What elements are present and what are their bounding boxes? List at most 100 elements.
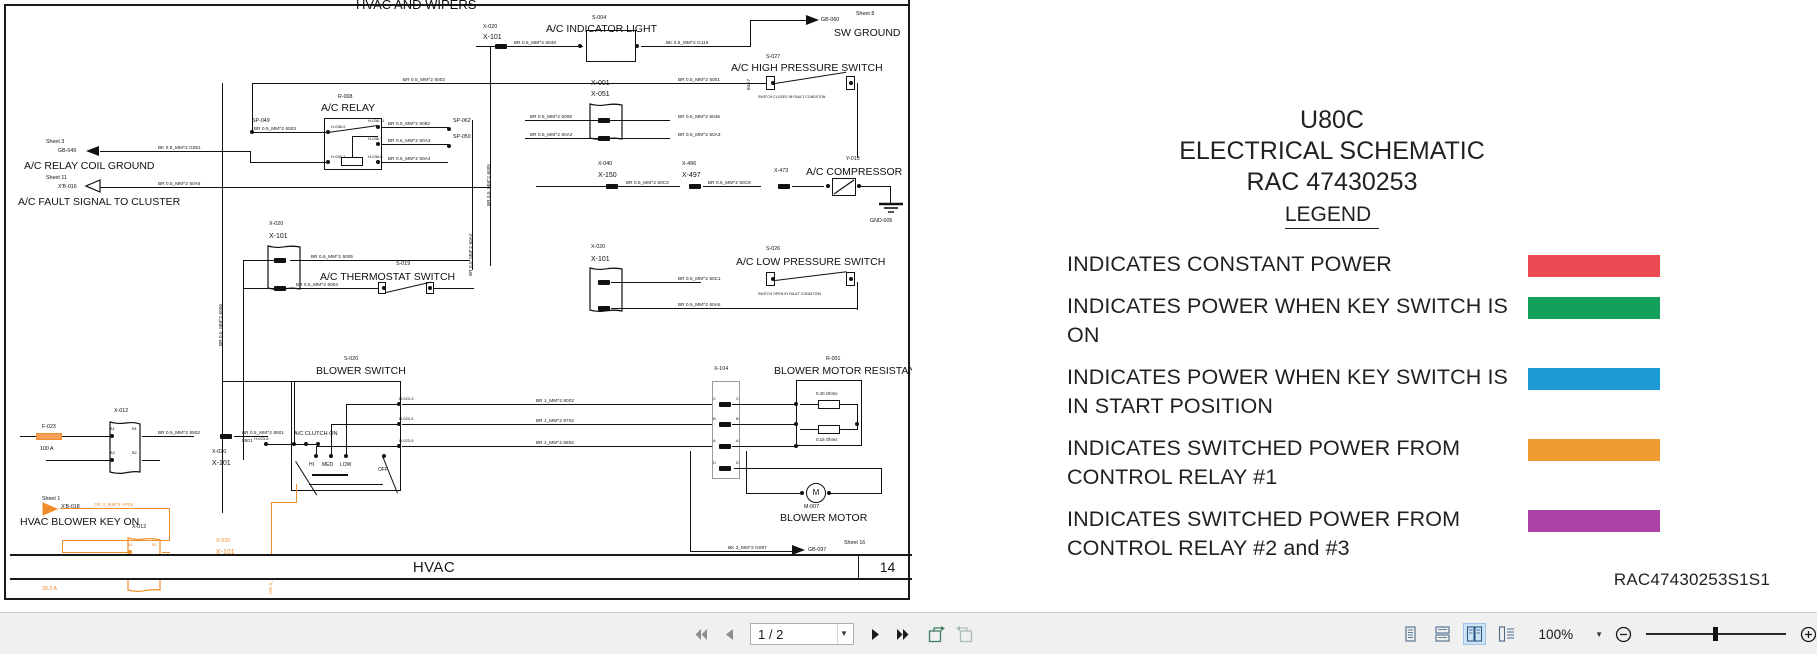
splice-label-sp049: SP-049 [252, 118, 270, 124]
last-page-button[interactable] [892, 622, 914, 646]
connector-pin-symbol [274, 286, 286, 291]
offpage-label-fault-signal: A/C FAULT SIGNAL TO CLUSTER [18, 196, 181, 208]
wire-segment-orange [62, 540, 170, 542]
zoom-out-button[interactable] [1615, 626, 1632, 643]
wire-segment [750, 20, 806, 22]
offpage-arrow-blower-motor-ground [792, 545, 805, 555]
connector-label-x051: X-051 [591, 91, 610, 98]
legend-heading: LEGEND [912, 203, 1752, 229]
connector-pin-symbol [719, 402, 731, 407]
wire-segment [800, 404, 818, 406]
zoom-dropdown-chevron-icon[interactable]: ▼ [1595, 629, 1603, 639]
wire-segment [142, 460, 160, 462]
switch-pin-label: H-023-5 [399, 438, 414, 443]
wire-segment [402, 424, 716, 426]
page-number-input[interactable]: 1 / 2 ▼ [750, 623, 854, 645]
wire-segment [402, 404, 716, 406]
wire-code-label-vertical: BR 0.5_MM^2 6006 [218, 303, 223, 346]
splice-node [447, 144, 451, 148]
connector-pin-symbol [220, 434, 232, 439]
rotate-clockwise-button[interactable] [926, 622, 948, 646]
pdf-page-canvas[interactable]: HVAC AND WIPERS X-020 X-101 BR 0.5_MM^2 … [0, 0, 1817, 612]
rotate-counterclockwise-button[interactable] [954, 622, 976, 646]
next-page-button[interactable] [864, 622, 886, 646]
ac-relay-ref: R-008 [338, 94, 353, 100]
wire-segment [732, 446, 796, 448]
splice-node [447, 127, 451, 131]
wire-segment [476, 46, 496, 48]
wire-segment [252, 83, 254, 132]
wire-segment [294, 381, 296, 444]
connector-pin-node [110, 434, 114, 438]
resistor-016-ohms [818, 425, 840, 434]
ac-high-pressure-switch-name: A/C HIGH PRESSURE SWITCH [731, 62, 883, 74]
single-page-view-icon [1404, 626, 1416, 642]
zoom-level-value[interactable]: 100% [1538, 626, 1574, 642]
wire-segment [222, 187, 244, 189]
first-page-button[interactable] [690, 622, 712, 646]
connector-label-x040: X-040 [598, 161, 613, 167]
legend-item-control-relay-1: INDICATES SWITCHED POWER FROM CONTROL RE… [912, 434, 1817, 492]
first-page-icon [695, 628, 707, 640]
connector-label-x150: X-150 [598, 172, 617, 179]
connector-label-x012-a: X-012 [114, 408, 129, 414]
zoom-slider[interactable] [1646, 627, 1786, 641]
legend-item-key-switch-on: INDICATES POWER WHEN KEY SWITCH IS ON [912, 292, 1817, 350]
wire-segment [525, 120, 598, 122]
wire-segment [331, 424, 333, 456]
wire-segment [20, 436, 36, 438]
connector-pin-symbol [274, 258, 286, 263]
ac-relay-name: A/C RELAY [321, 102, 376, 114]
connector-label-x496: X-496 [682, 161, 697, 167]
ac-compressor-name: A/C COMPRESSOR [806, 166, 903, 178]
connector-pin-label: B [713, 416, 716, 421]
legend-item-constant-power: INDICATES CONSTANT POWER [912, 250, 1817, 279]
wire-segment [402, 446, 716, 448]
wire-code-label: BR 0.5_MM^2 60A6 [158, 181, 201, 186]
relay-pin-node [376, 142, 380, 146]
wire-code-label: BK 0.5_MM^2 G051 [158, 145, 201, 150]
offpage-arrow-sw-ground [806, 15, 819, 25]
wire-code-label: BR 0.5_MM^2 60A3 [388, 138, 431, 143]
legend-color-swatch-control-relay-2-3 [1528, 510, 1660, 532]
chevron-down-icon[interactable]: ▼ [837, 624, 850, 644]
junction-node [826, 184, 830, 188]
wire-segment [396, 83, 766, 85]
blower-position-label-low: LOW [340, 462, 352, 468]
chevron-right-icon [871, 628, 879, 640]
splice-label-sp050: SP-050 [453, 134, 471, 140]
offpage-tag-gb097: GB-097 [808, 547, 827, 553]
zoom-slider-thumb[interactable] [1713, 627, 1718, 641]
offpage-arrow-hvac-blower-key-on [42, 502, 59, 516]
zoom-in-button[interactable] [1800, 626, 1817, 643]
document-title-line-1: U80C [1300, 106, 1364, 134]
connector-pin-node [128, 550, 132, 554]
fuse-rating-f023: 100 A [40, 446, 54, 452]
book-view-button[interactable] [1495, 623, 1518, 645]
chevron-left-icon [725, 628, 733, 640]
two-page-view-icon [1466, 626, 1482, 642]
relay-pin-label: H-036-9 [331, 124, 346, 129]
continuous-page-view-button[interactable] [1431, 623, 1454, 645]
single-page-view-button[interactable] [1399, 623, 1422, 645]
resistor-value-040: 0.40 Ohms [816, 391, 838, 396]
legend-item-key-switch-start: INDICATES POWER WHEN KEY SWITCH IS IN ST… [912, 363, 1817, 421]
connector-label-x497: X-497 [682, 172, 701, 179]
wire-code-label: BR 0.5_MM^2 8502 [158, 430, 201, 435]
two-page-view-button[interactable] [1462, 623, 1486, 645]
connector-pin-node [110, 458, 114, 462]
wire-code-label: BR 0.5_MM^2 6004 [296, 282, 339, 287]
connector-label-x020-top: X-020 [483, 24, 498, 30]
wire-segment [857, 404, 859, 429]
wire-segment [734, 468, 882, 470]
wire-segment [316, 446, 398, 448]
offpage-label-relay-coil-ground: A/C RELAY COIL GROUND [24, 160, 155, 172]
wire-bus-vertical [222, 83, 224, 513]
ac-indicator-light-symbol [586, 30, 636, 62]
wire-code-label: BK 3_MM^2 G097 [728, 545, 767, 550]
blower-motor-name: BLOWER MOTOR [780, 512, 868, 524]
wire-segment [316, 446, 318, 456]
relay-pin-node [376, 160, 380, 164]
previous-page-button[interactable] [718, 622, 740, 646]
